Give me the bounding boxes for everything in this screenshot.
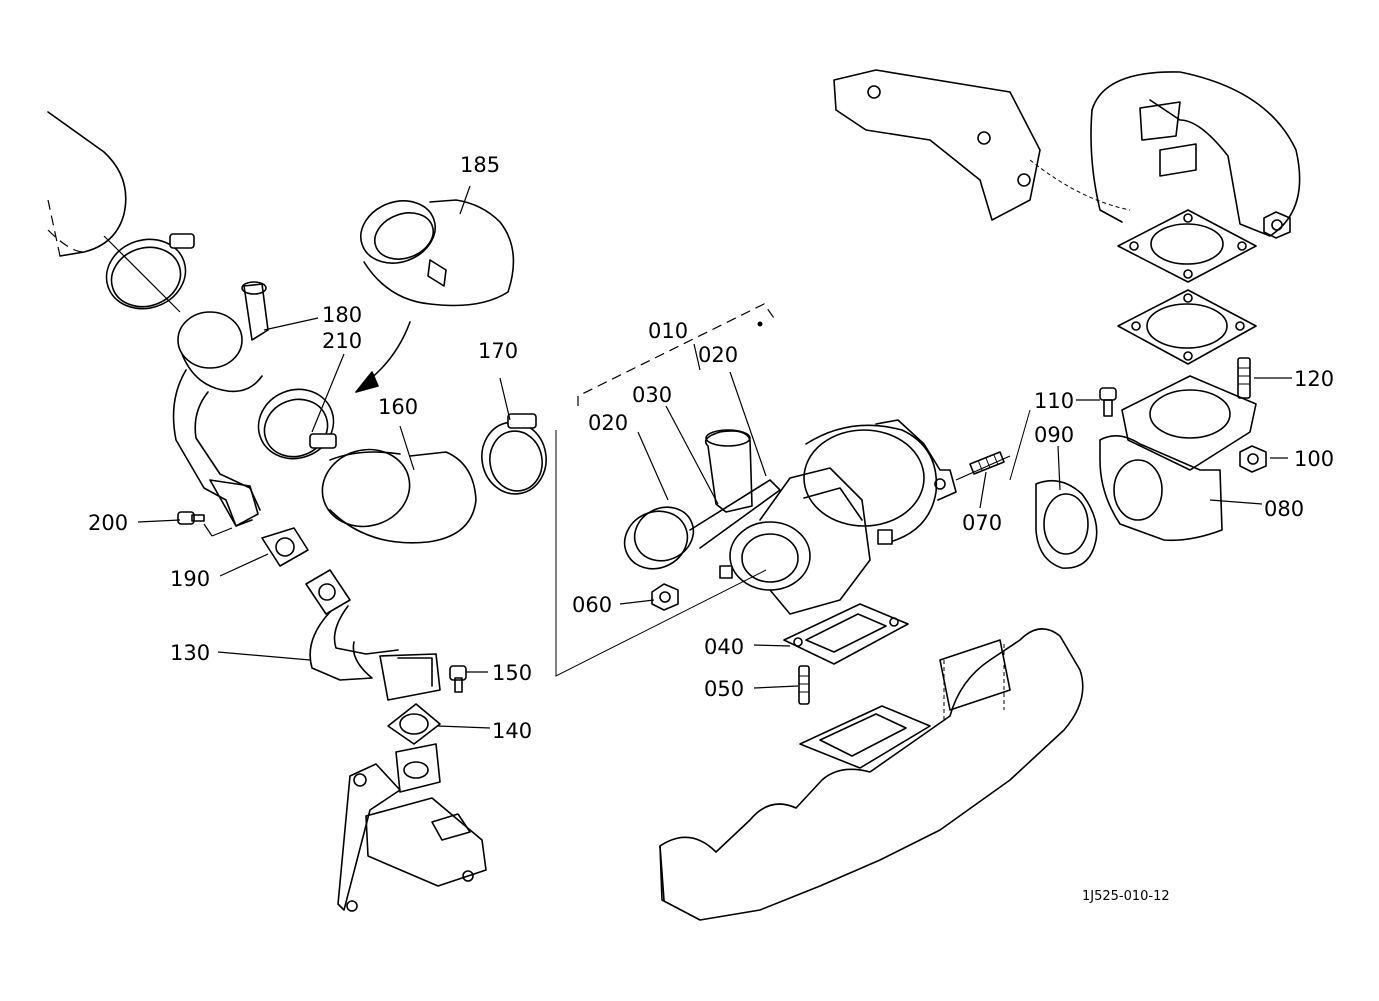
callout-100: 100 <box>1294 447 1334 471</box>
elbow-hose-160 <box>321 448 477 544</box>
elbow-hose-185 <box>360 199 515 307</box>
flange-gasket-upper <box>1117 289 1257 365</box>
callout-170: 170 <box>478 339 518 363</box>
callout-210: 210 <box>322 329 362 353</box>
flange-plate-upper <box>1117 209 1257 283</box>
callout-200: 200 <box>88 511 128 535</box>
intake-pipe-upper <box>47 111 127 257</box>
callout-010: 010 <box>648 319 688 343</box>
diagram-code: 1J525-010-12 <box>1082 889 1170 904</box>
callout-150: 150 <box>492 661 532 685</box>
callout-030: 030 <box>632 383 672 407</box>
callout-130: 130 <box>170 641 210 665</box>
hose-clamp-upper <box>103 233 195 313</box>
direction-arrow <box>355 321 411 393</box>
bolt-110 <box>1099 387 1117 417</box>
callout-185: 185 <box>460 153 500 177</box>
gasket-040 <box>783 603 909 665</box>
callout-160: 160 <box>378 395 418 419</box>
stud-050 <box>798 665 810 705</box>
callout-020-lower: 020 <box>588 411 628 435</box>
gasket-190 <box>261 527 309 567</box>
bolt-150 <box>449 665 467 693</box>
stud-070 <box>955 451 1011 481</box>
callout-060: 060 <box>572 593 612 617</box>
callout-110: 110 <box>1034 389 1074 413</box>
nut-100 <box>1239 445 1267 473</box>
exhaust-manifold <box>659 628 1084 921</box>
leader-lines <box>137 185 1292 729</box>
callout-020-upper: 020 <box>698 343 738 367</box>
hose-clamp-170 <box>481 413 547 495</box>
callout-070: 070 <box>962 511 1002 535</box>
callout-190: 190 <box>170 567 210 591</box>
gasket-090 <box>1009 409 1098 569</box>
exhaust-elbow-080 <box>1099 375 1263 542</box>
callout-050: 050 <box>704 677 744 701</box>
pipe-180 <box>172 281 269 527</box>
bracket-lower-left <box>337 743 487 912</box>
callout-labels: 185 180 210 160 170 200 190 130 150 140 … <box>88 153 1334 904</box>
callout-120: 120 <box>1294 367 1334 391</box>
callout-080: 080 <box>1264 497 1304 521</box>
gasket-140 <box>387 703 441 745</box>
turbocharger-010 <box>555 303 957 677</box>
flange-nut-top <box>1263 211 1291 239</box>
hose-clamp-210 <box>257 388 337 460</box>
engine-block <box>833 69 1301 237</box>
callout-040: 040 <box>704 635 744 659</box>
pipe-130 <box>305 569 441 701</box>
nut-060 <box>651 583 679 611</box>
callout-180: 180 <box>322 303 362 327</box>
callout-140: 140 <box>492 719 532 743</box>
bolt-200 <box>177 511 233 537</box>
callout-090: 090 <box>1034 423 1074 447</box>
stud-120 <box>1237 357 1251 399</box>
